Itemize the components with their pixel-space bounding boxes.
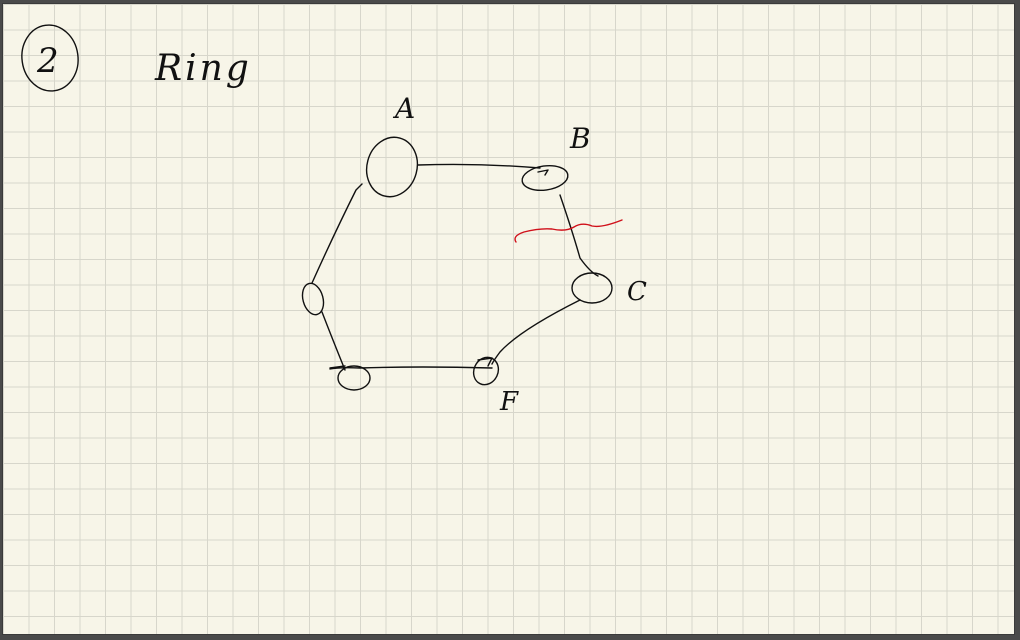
node-c-label: C [627, 277, 647, 307]
link-c-f [491, 299, 581, 365]
section-number-circle [21, 24, 79, 92]
node-c [571, 272, 613, 304]
notebook-page [3, 4, 1014, 634]
node-a [365, 136, 419, 198]
arrow-tick-e [329, 365, 346, 369]
link-d-a [311, 183, 363, 284]
link-a-b [417, 163, 541, 169]
arrow-tick-f [477, 357, 493, 367]
node-b [521, 164, 569, 192]
node-e [337, 365, 371, 391]
link-e-d [321, 311, 346, 371]
link-f-e [329, 366, 493, 370]
broken-link-mark [514, 219, 623, 243]
page-title: Ring [154, 48, 252, 89]
section-number: 2 [36, 41, 59, 81]
link-b-c [559, 194, 599, 277]
node-d [301, 282, 325, 316]
node-f-label: F [499, 387, 519, 417]
node-a-label: A [392, 92, 415, 125]
node-b-label: B [569, 122, 591, 155]
arrow-tick-b [537, 169, 549, 176]
